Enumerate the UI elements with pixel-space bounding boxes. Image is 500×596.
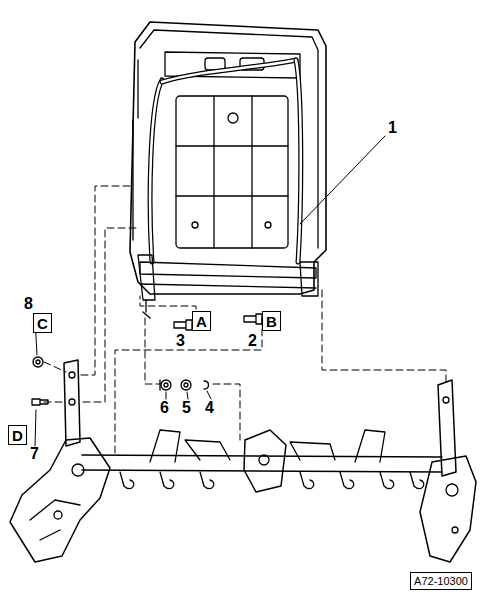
callout-number: 2 — [248, 333, 257, 349]
spring-hook — [340, 472, 354, 489]
callout-number: 4 — [205, 400, 214, 416]
callout-number: 5 — [182, 400, 191, 416]
spring-hook — [200, 472, 214, 489]
figure-number: A72-10300 — [414, 576, 468, 587]
spring-hook — [410, 472, 424, 489]
spring-hook — [300, 472, 314, 489]
spring-hooks — [120, 472, 424, 489]
callout-number: 1 — [388, 120, 397, 136]
seat-frame — [10, 360, 476, 562]
reference-letter-box: D — [8, 425, 27, 445]
reference-letter-box: B — [262, 311, 281, 331]
spring-hook — [160, 472, 174, 489]
fasteners — [32, 314, 262, 405]
spring-hook — [380, 472, 394, 489]
reference-letter: B — [266, 314, 277, 329]
reference-letter: C — [37, 316, 48, 331]
assembly-lines — [44, 186, 446, 455]
callout-number: 3 — [176, 333, 185, 349]
callout-number: 6 — [160, 400, 169, 416]
figure-reference-box: A72-10300 — [410, 572, 472, 590]
spring-hook — [120, 472, 134, 489]
backrest-frame — [130, 22, 326, 318]
callout-number: 8 — [24, 296, 33, 312]
leader-lines — [35, 136, 385, 446]
callout-number: 7 — [30, 446, 39, 462]
reference-letter-box: C — [33, 313, 52, 333]
reference-letter-box: A — [192, 311, 211, 331]
reference-letter: A — [196, 314, 207, 329]
reference-letter: D — [12, 428, 23, 443]
